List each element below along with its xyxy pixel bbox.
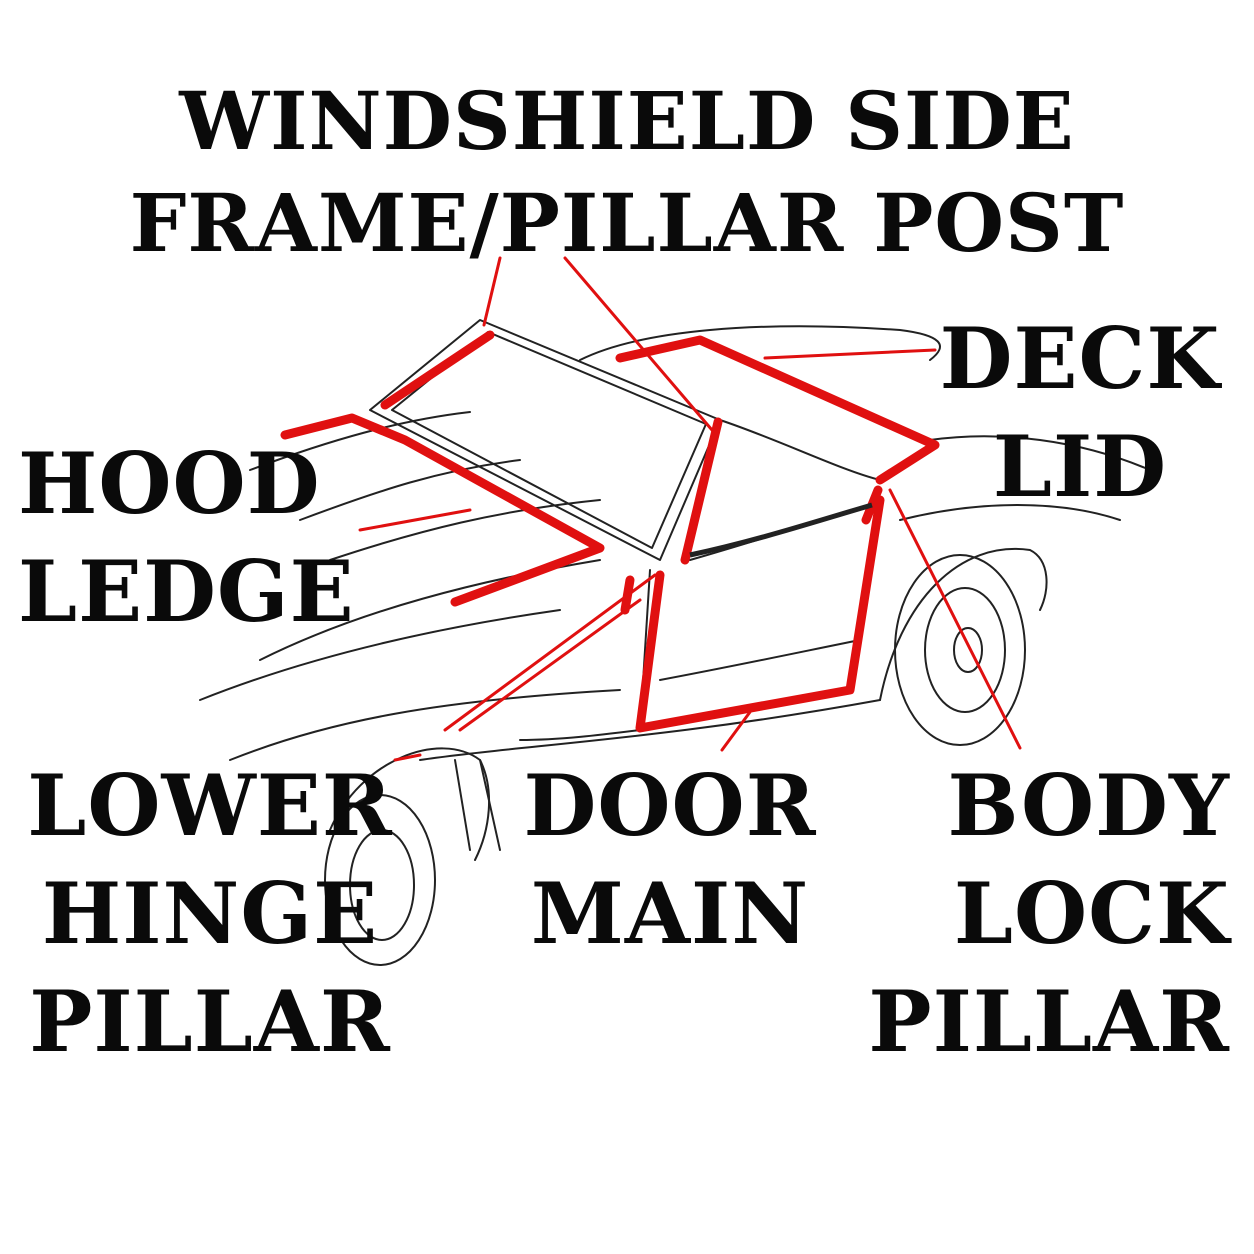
windshield-label: WINDSHIELD SIDE FRAME/PILLAR POST [20, 70, 1234, 274]
roof-line [579, 325, 941, 361]
door-main-seal [635, 495, 885, 733]
rocker-line [419, 699, 881, 761]
lower-hinge-pillar-label-line3: PILLAR [29, 972, 391, 1071]
lower-hinge-leader [443, 573, 657, 732]
body-lock-leader [888, 488, 1022, 750]
deck-lid-leader [763, 348, 937, 360]
rear-deck-line [929, 435, 1151, 471]
hood-ledge-label-line1: HOOD [18, 434, 321, 533]
fender-vent-line [519, 729, 641, 741]
hinge-pillar-line [479, 759, 501, 851]
front-tire [324, 794, 436, 966]
deck-lid-label-line2: LID [992, 417, 1168, 516]
door-main-label-line2: MAIN [530, 864, 810, 963]
fender-side-line [199, 609, 561, 701]
windshield-right-pillar-seal [680, 417, 723, 565]
lower-hinge-pillar-label-line1: LOWER [27, 756, 393, 855]
body-lock-pillar-label-line2: LOCK [953, 864, 1230, 963]
hood-ledge-label-line2: LEDGE [18, 542, 355, 641]
windshield-leader-right [563, 256, 714, 432]
rear-fender-arch [879, 547, 1048, 701]
windshield-label-line1: WINDSHIELD SIDE [179, 74, 1075, 168]
windshield-left-frame-seal [380, 330, 495, 410]
deck-lid-label: DECK LID [930, 305, 1230, 521]
windshield-leader-left [482, 256, 502, 327]
deck-lid-label-line1: DECK [939, 309, 1221, 408]
hood-line-lower [329, 499, 601, 561]
hood-line-mid [299, 459, 521, 521]
rear-wheel-hub [953, 627, 983, 673]
hood-ledge-leader [358, 508, 472, 532]
front-fender-edge [454, 759, 471, 851]
rear-quarter-line [899, 504, 1121, 521]
door-window-channel [689, 502, 873, 558]
body-side-line [229, 689, 621, 761]
lower-hinge-pillar-label-line2: HINGE [41, 864, 379, 963]
deck-lid-seal [615, 335, 940, 485]
front-wheel-rim [349, 829, 415, 941]
fender-leader [393, 753, 422, 762]
rear-wheel-rim [924, 587, 1006, 713]
roof-rear-line [719, 419, 881, 481]
door-main-label-line1: DOOR [523, 756, 817, 855]
body-lock-pillar-label-line1: BODY [947, 756, 1230, 855]
door-crease [659, 639, 861, 681]
hood-ledge-seal [280, 413, 605, 607]
body-lock-pillar-label-line3: PILLAR [868, 972, 1230, 1071]
hood-ledge-label: HOOD LEDGE [18, 430, 398, 646]
body-lock-pillar-label: BODY LOCK PILLAR [830, 752, 1230, 1076]
rear-tire [894, 554, 1026, 746]
hood-line-upper [249, 411, 471, 471]
front-fender-arch [329, 747, 490, 861]
door-main-leader [720, 710, 752, 752]
lower-hinge-leader-2 [458, 598, 642, 732]
windshield-label-line2: FRAME/PILLAR POST [129, 176, 1125, 270]
door-main-label: DOOR MAIN [500, 752, 840, 968]
lower-hinge-pillar-label: LOWER HINGE PILLAR [10, 752, 410, 1076]
